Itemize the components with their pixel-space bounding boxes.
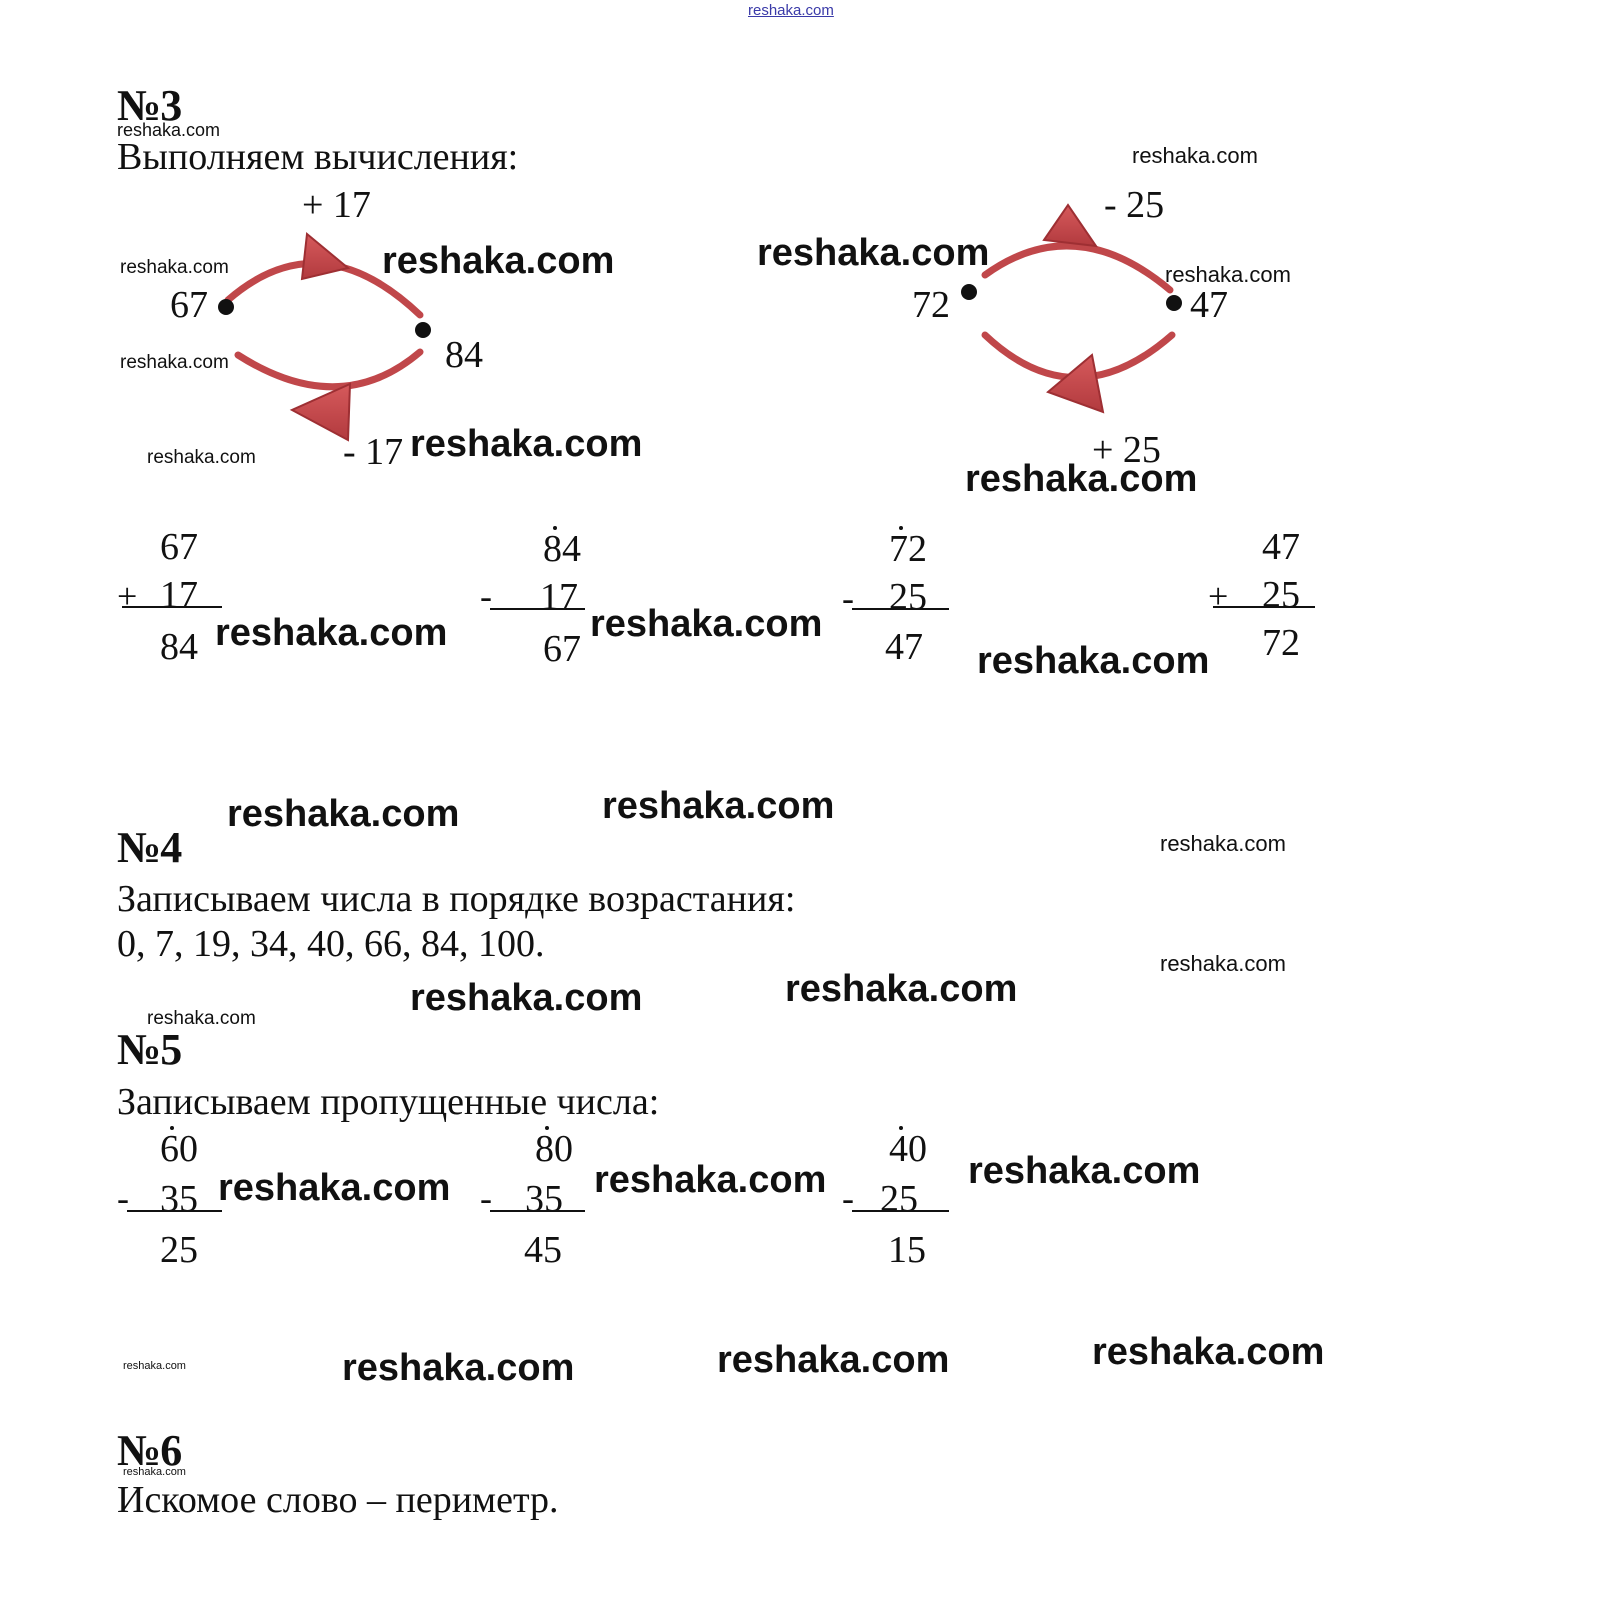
- watermark: reshaka.com: [1165, 262, 1291, 287]
- watermark: reshaka.com: [120, 352, 229, 373]
- task4-heading: №4: [117, 823, 182, 872]
- task5-heading: №5: [117, 1025, 182, 1074]
- calc-4-result: 72: [1262, 622, 1300, 664]
- calc-7-b: 25: [880, 1178, 918, 1220]
- calc-4-a: 47: [1262, 526, 1300, 568]
- watermark: reshaka.com: [123, 1466, 186, 1478]
- calc-5-b: 35: [160, 1178, 198, 1220]
- node-dot-84: [415, 322, 431, 338]
- calc-7-sign: -: [842, 1178, 854, 1218]
- calc-6-b: 35: [525, 1178, 563, 1220]
- watermark: reshaka.com: [594, 1159, 827, 1201]
- watermark-top-link[interactable]: reshaka.com: [748, 2, 834, 19]
- calc-1-result: 84: [160, 626, 198, 668]
- calc-2-result: 67: [543, 628, 581, 670]
- diagram2-bottom-op: + 25: [1092, 429, 1161, 471]
- watermark: reshaka.com: [757, 232, 990, 274]
- calc-2-rule: [490, 608, 585, 610]
- watermark: reshaka.com: [968, 1150, 1201, 1192]
- calc-3-result: 47: [885, 626, 923, 668]
- watermark: reshaka.com: [215, 612, 448, 654]
- calc-3-rule: [852, 608, 949, 610]
- watermark: reshaka.com: [1132, 143, 1258, 168]
- calc-7-a: 40: [889, 1128, 927, 1170]
- task4-answer: 0, 7, 19, 34, 40, 66, 84, 100.: [117, 923, 545, 965]
- diagram1-top-op: + 17: [302, 184, 371, 226]
- diagram1-left-value: 67: [170, 284, 208, 326]
- watermark: reshaka.com: [965, 458, 1198, 500]
- calc-2-sign: -: [480, 576, 492, 616]
- arrow-top-left: [224, 232, 424, 319]
- calc-2-b: 17: [540, 576, 578, 618]
- calc-6-result: 45: [524, 1229, 562, 1271]
- watermark: reshaka.com: [1160, 951, 1286, 976]
- calc-6-a: 80: [535, 1128, 573, 1170]
- calc-5-sign: -: [117, 1178, 129, 1218]
- calc-5-a: 60: [160, 1128, 198, 1170]
- node-dot-72: [961, 284, 977, 300]
- watermark: reshaka.com: [120, 257, 229, 278]
- watermark: reshaka.com: [218, 1167, 451, 1209]
- calc-7-result: 15: [888, 1229, 926, 1271]
- watermark: reshaka.com: [117, 120, 221, 140]
- calc-5-rule: [127, 1210, 222, 1212]
- watermark: reshaka.com: [590, 603, 823, 645]
- calc-4-rule: [1213, 606, 1315, 608]
- watermark: reshaka.com: [602, 785, 835, 827]
- calc-1-rule: [122, 606, 222, 608]
- calc-7-rule: [852, 1210, 949, 1212]
- task6-heading: №6: [117, 1426, 182, 1475]
- arrow-bottom-right: [981, 331, 1176, 414]
- watermark: reshaka.com: [147, 1008, 256, 1029]
- calc-2-a: 84: [543, 528, 581, 570]
- calc-5-result: 25: [160, 1229, 198, 1271]
- watermark: reshaka.com: [977, 640, 1210, 682]
- diagram2-top-op: - 25: [1104, 184, 1165, 226]
- node-dot-47: [1166, 295, 1182, 311]
- diagram1-right-value: 84: [445, 334, 483, 376]
- watermark: reshaka.com: [227, 793, 460, 835]
- arrow-bottom-left: [234, 348, 424, 442]
- task3-intro: Выполняем вычисления:: [117, 136, 519, 178]
- watermark: reshaka.com: [123, 1360, 186, 1372]
- task3-heading: №3: [117, 81, 182, 130]
- watermark: reshaka.com: [785, 968, 1018, 1010]
- watermark: reshaka.com: [410, 977, 643, 1019]
- node-dot-67: [218, 299, 234, 315]
- task6-answer: Искомое слово – периметр.: [117, 1479, 559, 1521]
- watermark: reshaka.com: [410, 423, 643, 465]
- diagram2-right-value: 47: [1190, 284, 1228, 326]
- calc-1-b: 17: [160, 574, 198, 616]
- watermark: reshaka.com: [382, 240, 615, 282]
- calc-3-a: 72: [889, 528, 927, 570]
- calc-2-borrow-dot: [553, 526, 557, 530]
- calc-7-borrow-dot: [899, 1126, 903, 1130]
- diagram1-bottom-op: - 17: [343, 431, 404, 473]
- calc-3-sign: -: [842, 578, 854, 618]
- calc-6-borrow-dot: [545, 1126, 549, 1130]
- calc-3-borrow-dot: [899, 526, 903, 530]
- task4-intro: Записываем числа в порядке возрастания:: [117, 878, 796, 920]
- watermark: reshaka.com: [1160, 831, 1286, 856]
- watermark: reshaka.com: [147, 447, 256, 468]
- calc-4-b: 25: [1262, 574, 1300, 616]
- calc-6-rule: [490, 1210, 585, 1212]
- watermark: reshaka.com: [342, 1347, 575, 1389]
- task5-intro: Записываем пропущенные числа:: [117, 1081, 660, 1123]
- calc-6-sign: -: [480, 1178, 492, 1218]
- calc-1-sign: +: [117, 576, 138, 616]
- calc-5-borrow-dot: [170, 1126, 174, 1130]
- watermark: reshaka.com: [1092, 1331, 1325, 1373]
- diagram2-left-value: 72: [912, 284, 950, 326]
- watermark: reshaka.com: [717, 1339, 950, 1381]
- calc-4-sign: +: [1208, 576, 1229, 616]
- arrow-top-right: [981, 203, 1174, 294]
- calc-3-b: 25: [889, 576, 927, 618]
- calc-1-a: 67: [160, 526, 198, 568]
